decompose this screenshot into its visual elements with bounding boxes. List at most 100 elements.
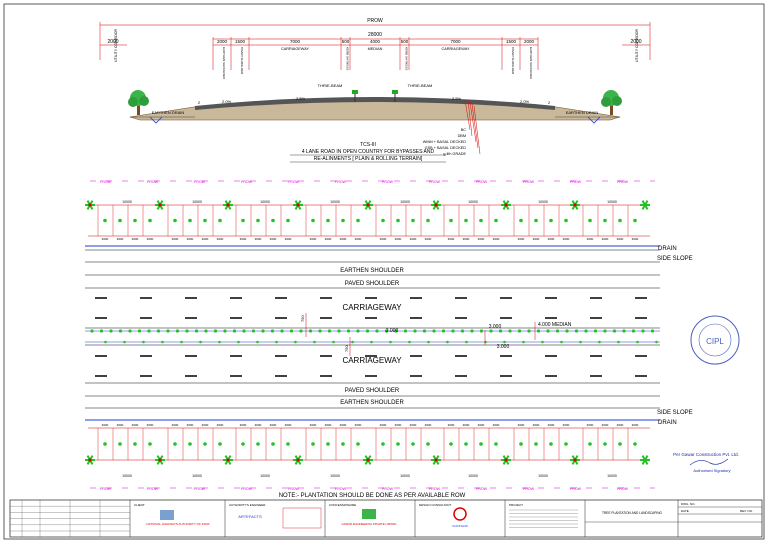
plantation-note: NOTE:- PLANTATION SHOULD BE DONE AS PER … <box>279 493 466 499</box>
bay-sub-dim: 3000 <box>493 237 500 241</box>
bay-sub-dim: 3000 <box>117 423 124 427</box>
median-shrub-icon <box>574 329 579 333</box>
shrub-icon <box>411 442 415 446</box>
median-shrub-icon <box>584 329 588 333</box>
bay-sub-dim: 3000 <box>587 237 594 241</box>
bay-pitch: 10000 <box>468 200 478 204</box>
median-shrub-icon <box>194 329 199 333</box>
overall-width: 28000 <box>368 32 382 38</box>
shrub-icon <box>549 442 553 446</box>
drain-label-top: DRAIN <box>658 246 677 252</box>
tree-icon <box>431 455 441 465</box>
median-shrub-icon <box>603 329 607 333</box>
bay-sub-dim: 3000 <box>270 237 277 241</box>
prow-mark: PROW <box>241 180 253 184</box>
bay-sub-dim: 3000 <box>270 423 277 427</box>
signature <box>689 458 729 466</box>
bay-sub-dim: 3000 <box>563 237 570 241</box>
median-shrub-icon <box>465 340 468 344</box>
median-shrub-icon <box>612 329 617 333</box>
prow-mark: PROW <box>570 487 582 491</box>
bay-sub-dim: 3000 <box>463 423 470 427</box>
prow-mark: PROW <box>617 180 629 184</box>
shrub-icon <box>479 442 483 446</box>
prow-mark: PROW <box>335 180 347 184</box>
median-shrub-icon <box>555 329 560 333</box>
shrub-icon <box>633 442 637 446</box>
median-shrub-icon <box>389 340 392 344</box>
shrub-icon <box>311 218 315 223</box>
prow-mark: PROW <box>617 487 629 491</box>
median-shrub-icon <box>166 329 170 333</box>
bay-sub-dim: 3000 <box>533 237 540 241</box>
bay-sub-dim: 3000 <box>587 423 594 427</box>
bay-sub-dim: 3000 <box>617 237 624 241</box>
consultant-header: AUTHORITY'S ENGINEER <box>229 503 266 507</box>
layer-label: DBM <box>458 134 466 138</box>
median-shrub-icon <box>365 329 370 333</box>
drain-label-left: EARTHEN DRAIN <box>152 110 185 115</box>
shrub-icon <box>519 442 523 446</box>
median-shrub-icon <box>560 340 563 344</box>
bay-pitch: 10000 <box>330 200 340 204</box>
bay-sub-dim: 3000 <box>202 423 209 427</box>
shrub-icon <box>188 442 192 446</box>
prow-mark: PROW <box>570 180 582 184</box>
slope-pct-2: 2.5% <box>296 96 306 101</box>
median-shrub-icon <box>598 340 601 344</box>
median-shrub-icon <box>527 329 531 333</box>
shrub-icon <box>356 218 360 223</box>
median-shrub-icon <box>318 329 322 333</box>
bay-sub-dim: 3000 <box>632 237 639 241</box>
prow-mark: PROW <box>147 180 159 184</box>
median-shrub-icon <box>622 329 626 333</box>
median-shrub-icon <box>118 329 123 333</box>
slope-2-left: 2 <box>198 100 201 105</box>
thrie-beam-label-left: THRIE-BEAM <box>318 83 343 88</box>
bay-sub-dim: 3000 <box>240 423 247 427</box>
median-shrub-icon <box>261 329 265 333</box>
revision-number: REV. NO. <box>740 509 753 513</box>
shrub-icon <box>588 218 592 223</box>
median-shrub-icon <box>104 340 107 344</box>
zone-label: MEDIAN <box>368 47 383 51</box>
paved-shoulder-bottom: PAVED SHOULDER <box>345 388 400 394</box>
shrub-icon <box>618 218 622 223</box>
bay-pitch: 10000 <box>192 474 202 478</box>
shrub-icon <box>396 442 400 446</box>
shrub-icon <box>341 442 345 446</box>
drain-left <box>149 116 163 124</box>
median-shrub-icon <box>218 340 221 344</box>
median-shrub-icon <box>237 340 240 344</box>
median-shrub-icon <box>536 329 541 333</box>
bay-sub-dim: 3000 <box>410 423 417 427</box>
median-shrub-icon <box>123 340 126 344</box>
shrub-icon <box>479 218 483 223</box>
median-shrub-icon <box>408 340 411 344</box>
median-shrub-icon <box>427 340 430 344</box>
shrub-icon <box>549 218 553 223</box>
bay-sub-dim: 3000 <box>240 237 247 241</box>
bay-sub-dim: 3000 <box>147 423 154 427</box>
drain-label-bottom: DRAIN <box>658 420 677 426</box>
shrub-icon <box>133 442 137 446</box>
prow-mark: PROW <box>382 180 394 184</box>
bay-pitch: 10000 <box>400 200 410 204</box>
bay-sub-dim: 3000 <box>380 423 387 427</box>
segment-dim: 7000 <box>450 39 461 44</box>
shrub-icon <box>103 442 107 446</box>
drawing-number: DWG. NO. <box>681 502 695 506</box>
median-shrub-icon <box>422 329 427 333</box>
tree-icon <box>293 200 303 210</box>
shrub-icon <box>326 442 330 446</box>
bay-sub-dim: 3000 <box>285 237 292 241</box>
median-shrub-icon <box>579 340 582 344</box>
median-shrub-icon <box>484 340 487 344</box>
epc-name: CHOKHANI <box>452 524 468 528</box>
segment-dim: 4000 <box>370 39 381 44</box>
bay-pitch: 10000 <box>468 474 478 478</box>
median-shrub-icon <box>308 329 313 333</box>
prow-mark: PROW <box>100 180 112 184</box>
shrub-icon <box>241 218 245 223</box>
